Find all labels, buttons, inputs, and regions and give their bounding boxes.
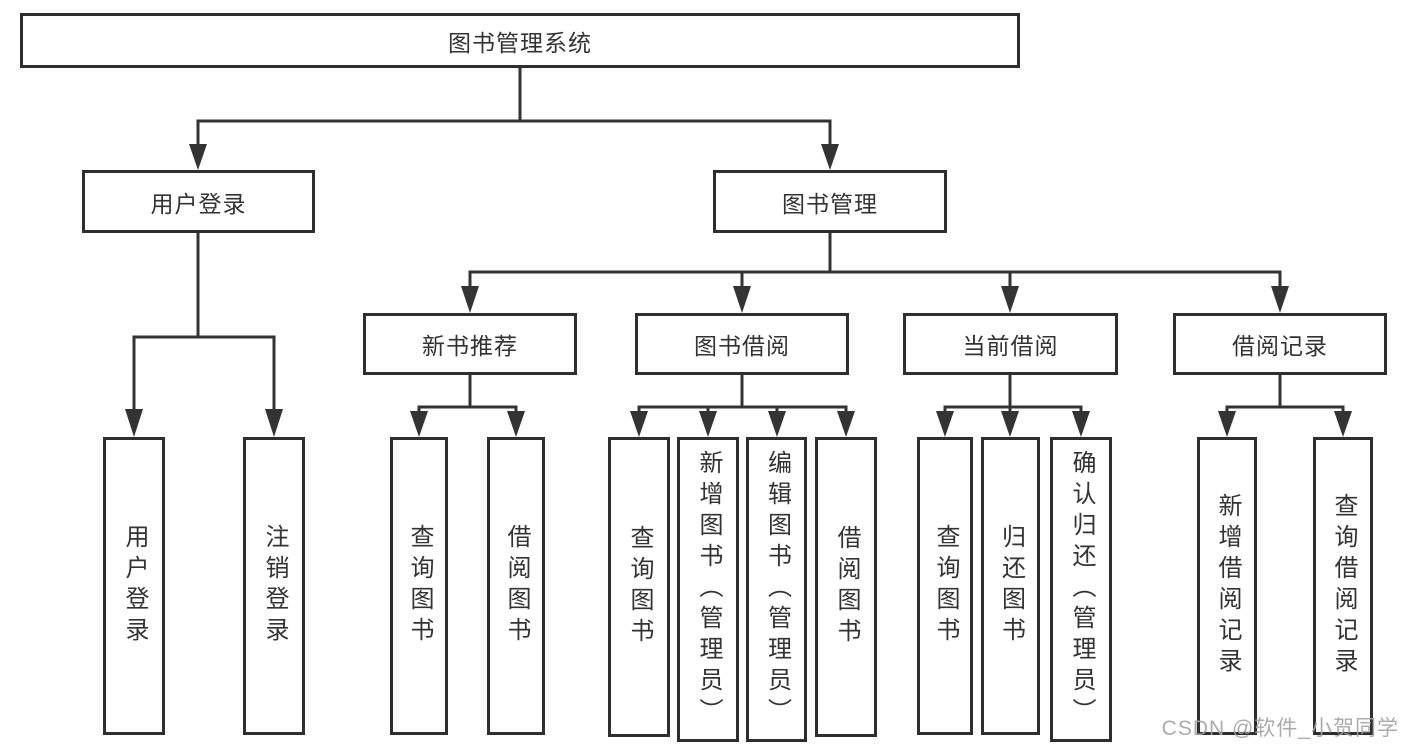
leaf-query-books-current: 查询图书 (917, 437, 973, 735)
csdn-watermark: CSDN @软件_小贺同学 (1161, 717, 1399, 740)
leaf-user-login: 用户登录 (103, 437, 165, 735)
node-book-borrowing: 图书借阅 (635, 313, 849, 375)
arrow-down-icon (1218, 411, 1236, 437)
leaf-return-books: 归还图书 (981, 437, 1040, 735)
arrow-down-icon (189, 144, 207, 170)
arrow-down-icon (265, 409, 283, 437)
leaf-label: 归还图书 (997, 524, 1025, 648)
node-current-borrowing: 当前借阅 (903, 313, 1118, 375)
arrow-down-icon (1001, 411, 1019, 437)
arrow-down-icon (733, 286, 751, 313)
leaf-label: 查询图书 (626, 525, 653, 649)
leaf-label: 注销登录 (261, 524, 288, 648)
leaf-label: 借阅图书 (833, 525, 860, 649)
leaf-label: 新增图书（管理员） (695, 450, 722, 729)
leaf-add-books-admin: 新增图书（管理员） (677, 437, 739, 742)
leaf-query-books-recommend: 查询图书 (390, 437, 448, 735)
node-label: 当前借阅 (962, 333, 1059, 359)
leaf-label: 查询借阅记录 (1330, 493, 1357, 679)
leaf-label: 借阅图书 (503, 524, 530, 648)
leaf-confirm-return-admin: 确认归还（管理员） (1050, 437, 1112, 742)
arrow-down-icon (768, 411, 786, 437)
arrow-down-icon (1271, 286, 1289, 313)
arrow-down-icon (1001, 286, 1019, 313)
leaf-borrow-books: 借阅图书 (815, 437, 877, 737)
node-label: 用户登录 (150, 190, 247, 217)
node-label: 借阅记录 (1232, 333, 1328, 359)
root-node-library-system: 图书管理系统 (20, 13, 1020, 68)
node-label: 图书管理 (782, 190, 878, 217)
node-label: 新书推荐 (422, 333, 518, 359)
arrow-down-icon (699, 411, 717, 437)
node-label: 图书借阅 (694, 333, 790, 359)
arrow-down-icon (821, 144, 839, 170)
leaf-edit-books-admin: 编辑图书（管理员） (746, 437, 807, 742)
leaf-logout: 注销登录 (243, 437, 305, 735)
arrow-down-icon (630, 411, 648, 437)
arrow-down-icon (507, 411, 525, 437)
node-book-management: 图书管理 (713, 170, 947, 233)
node-new-book-recommend: 新书推荐 (363, 313, 577, 375)
leaf-label: 查询图书 (932, 524, 959, 648)
arrow-down-icon (1334, 411, 1352, 437)
leaf-query-books-borrow: 查询图书 (608, 437, 670, 737)
arrow-down-icon (461, 286, 479, 313)
leaf-label: 编辑图书（管理员） (763, 450, 791, 729)
leaf-label: 新增借阅记录 (1214, 493, 1241, 679)
leaf-label: 查询图书 (406, 524, 433, 648)
leaf-label: 确认归还（管理员） (1068, 450, 1095, 729)
leaf-label: 用户登录 (121, 524, 148, 648)
arrow-down-icon (1072, 411, 1090, 437)
node-user-login: 用户登录 (82, 170, 315, 233)
leaf-query-borrow-record: 查询借阅记录 (1313, 437, 1373, 735)
leaf-borrow-books-recommend: 借阅图书 (487, 437, 545, 735)
arrow-down-icon (936, 411, 954, 437)
arrow-down-icon (125, 409, 143, 437)
leaf-add-borrow-record: 新增借阅记录 (1197, 437, 1257, 735)
arrow-down-icon (837, 411, 855, 437)
root-node-label: 图书管理系统 (448, 29, 592, 56)
arrow-down-icon (410, 411, 428, 437)
node-borrowing-records: 借阅记录 (1173, 313, 1387, 375)
